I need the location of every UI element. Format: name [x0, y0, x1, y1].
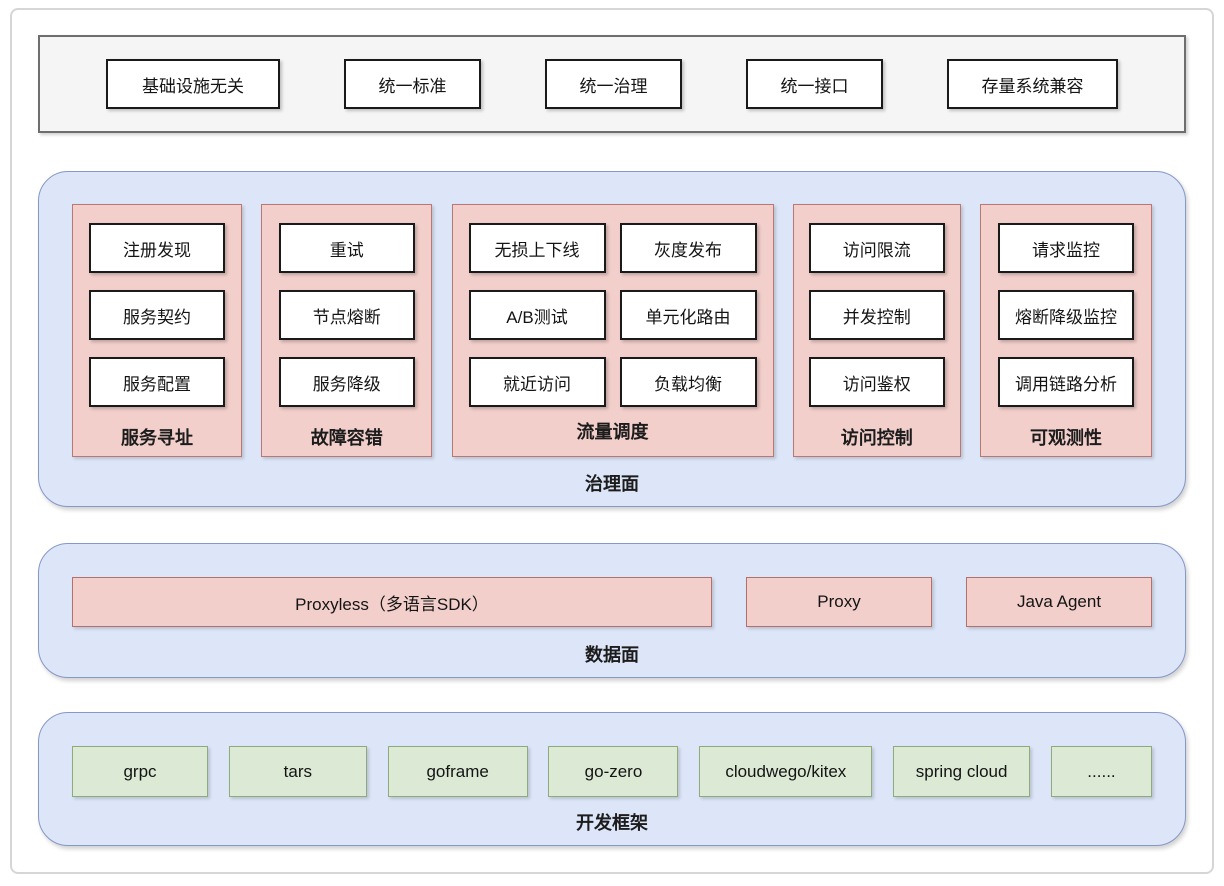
feature-box: 负载均衡: [619, 357, 757, 407]
feature-box: 请求监控: [998, 223, 1134, 273]
principle-box-unified-interface: 统一接口: [746, 59, 883, 109]
group-service-addressing: 注册发现 服务契约 服务配置 服务寻址: [72, 204, 242, 457]
governance-plane: 注册发现 服务契约 服务配置 服务寻址 重试 节点熔断 服务降级 故障容错 无损…: [38, 171, 1186, 507]
group-traffic-scheduling: 无损上下线 灰度发布 A/B测试 单元化路由 就近访问 负载均衡 流量调度: [451, 204, 774, 457]
feature-box: 调用链路分析: [998, 357, 1134, 407]
framework-box-spring-cloud: spring cloud: [893, 746, 1031, 797]
feature-box: 灰度发布: [619, 223, 757, 273]
frameworks-row: grpc tars goframe go-zero cloudwego/kite…: [72, 746, 1152, 797]
data-plane-label: 数据面: [585, 645, 639, 665]
feature-box: 无损上下线: [468, 223, 606, 273]
feature-box: 访问限流: [808, 223, 945, 273]
data-plane-box-proxy: Proxy: [746, 577, 932, 627]
feature-box: 访问鉴权: [808, 357, 945, 407]
data-plane-box-proxyless: Proxyless（多语言SDK）: [72, 577, 712, 627]
principle-box-infra-agnostic: 基础设施无关: [106, 59, 280, 109]
principle-box-legacy-compat: 存量系统兼容: [947, 59, 1118, 109]
feature-box: 节点熔断: [278, 290, 415, 340]
governance-groups-row: 注册发现 服务契约 服务配置 服务寻址 重试 节点熔断 服务降级 故障容错 无损…: [72, 204, 1152, 457]
group-fault-tolerance: 重试 节点熔断 服务降级 故障容错: [261, 204, 433, 457]
group-label: 可观测性: [1030, 428, 1102, 448]
principles-bar: 基础设施无关 统一标准 统一治理 统一接口 存量系统兼容: [38, 35, 1186, 133]
principle-box-unified-governance: 统一治理: [545, 59, 682, 109]
framework-box-cloudwego-kitex: cloudwego/kitex: [699, 746, 873, 797]
feature-box: 熔断降级监控: [998, 290, 1134, 340]
group-label: 服务寻址: [121, 428, 193, 448]
outer-frame: [10, 8, 1214, 874]
feature-box: 服务契约: [89, 290, 225, 340]
feature-box: 并发控制: [808, 290, 945, 340]
framework-box-goframe: goframe: [387, 746, 528, 797]
feature-box: 单元化路由: [619, 290, 757, 340]
framework-box-more: ......: [1050, 746, 1152, 797]
feature-box: 服务降级: [278, 357, 415, 407]
framework-box-go-zero: go-zero: [548, 746, 679, 797]
frameworks-plane: grpc tars goframe go-zero cloudwego/kite…: [38, 712, 1186, 846]
feature-box: 注册发现: [89, 223, 225, 273]
feature-box: 重试: [278, 223, 415, 273]
data-plane: Proxyless（多语言SDK） Proxy Java Agent 数据面: [38, 543, 1186, 678]
group-access-control: 访问限流 并发控制 访问鉴权 访问控制: [792, 204, 961, 457]
feature-box: A/B测试: [468, 290, 606, 340]
governance-plane-label: 治理面: [585, 474, 639, 494]
framework-box-grpc: grpc: [72, 746, 208, 797]
principle-box-unified-standard: 统一标准: [344, 59, 481, 109]
feature-box: 就近访问: [468, 357, 606, 407]
group-label: 故障容错: [310, 428, 383, 448]
group-observability: 请求监控 熔断降级监控 调用链路分析 可观测性: [980, 204, 1152, 457]
group-label: 流量调度: [576, 422, 649, 442]
group-label: 访问控制: [840, 428, 913, 448]
data-plane-row: Proxyless（多语言SDK） Proxy Java Agent: [72, 577, 1152, 627]
frameworks-plane-label: 开发框架: [576, 813, 648, 833]
framework-box-tars: tars: [228, 746, 367, 797]
feature-box: 服务配置: [89, 357, 225, 407]
data-plane-box-java-agent: Java Agent: [966, 577, 1152, 627]
traffic-feature-grid: 无损上下线 灰度发布 A/B测试 单元化路由 就近访问 负载均衡: [468, 223, 757, 407]
